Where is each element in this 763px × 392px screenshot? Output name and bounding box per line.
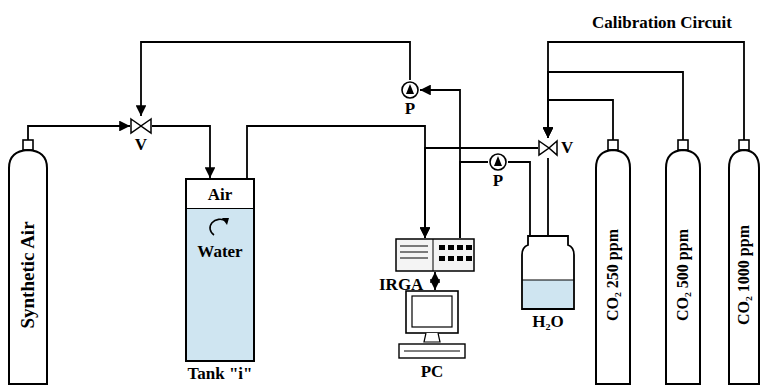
computer: PC bbox=[398, 290, 466, 360]
node-label: CO₂ 1000 ppm bbox=[735, 225, 753, 325]
gas-line bbox=[434, 272, 436, 290]
gas-line bbox=[460, 162, 488, 238]
pump-triangle bbox=[406, 84, 414, 94]
cylinder-valve bbox=[23, 140, 33, 150]
node-label: P bbox=[493, 172, 503, 191]
gas-line bbox=[548, 42, 744, 140]
water-bottle: H₂O bbox=[520, 235, 576, 310]
gas-line bbox=[420, 90, 460, 238]
cylinder-body bbox=[729, 150, 759, 384]
panel-line bbox=[400, 258, 428, 259]
gas-cylinder: CO₂ 1000 ppm bbox=[728, 140, 760, 385]
valve-symbol: V bbox=[538, 138, 558, 158]
gas-line bbox=[425, 148, 538, 238]
shape-outline bbox=[395, 238, 475, 272]
cylinder-valve bbox=[739, 140, 749, 150]
pump-circle bbox=[490, 154, 506, 170]
pump-triangle bbox=[494, 156, 502, 166]
gas-line bbox=[28, 126, 130, 140]
gas-line bbox=[247, 126, 425, 238]
gas-line bbox=[508, 162, 530, 235]
cylinder-body bbox=[9, 150, 47, 384]
cylinder-body bbox=[666, 150, 700, 384]
panel-key bbox=[439, 245, 445, 250]
shape-outline bbox=[538, 138, 558, 158]
gas-cylinder: CO₂ 250 ppm bbox=[595, 140, 631, 385]
keyboard bbox=[399, 344, 465, 358]
node-label: V bbox=[135, 136, 147, 155]
panel-key bbox=[448, 256, 454, 261]
gas-line bbox=[548, 100, 613, 140]
panel-key bbox=[439, 256, 445, 261]
panel-key bbox=[448, 245, 454, 250]
node-label: Air bbox=[208, 186, 233, 205]
node-label: CO₂ 500 ppm bbox=[674, 229, 692, 321]
monitor-stand bbox=[424, 333, 440, 342]
water-level bbox=[522, 279, 574, 280]
node-label: Water bbox=[197, 243, 242, 262]
water-band: Water bbox=[187, 208, 253, 360]
panel-key bbox=[466, 245, 472, 250]
panel-divider bbox=[433, 239, 434, 271]
keyboard-row bbox=[404, 351, 460, 352]
node-label: IRGA bbox=[379, 276, 423, 295]
pump-symbol: P bbox=[488, 152, 508, 190]
stirring-arrow bbox=[210, 219, 226, 235]
cylinder-valve bbox=[608, 140, 618, 150]
panel-key bbox=[457, 245, 463, 250]
valve-symbol: V bbox=[130, 116, 152, 154]
bottle-water bbox=[523, 280, 573, 308]
shape-outline bbox=[520, 235, 576, 310]
cylinder-valve bbox=[678, 140, 688, 150]
gas-line bbox=[547, 158, 549, 235]
gas-line bbox=[141, 42, 410, 116]
node-label: V bbox=[561, 139, 573, 158]
node-label: CO₂ 250 ppm bbox=[604, 229, 622, 321]
panel-key bbox=[457, 256, 463, 261]
pump-circle bbox=[402, 82, 418, 98]
shape-outline bbox=[398, 290, 466, 360]
cylinder-body bbox=[596, 150, 630, 384]
node-label: Tank "i" bbox=[187, 365, 252, 384]
node-label: PC bbox=[421, 363, 444, 382]
panel-line bbox=[400, 252, 428, 253]
node-label: H₂O bbox=[532, 313, 564, 332]
node-label: P bbox=[405, 100, 415, 119]
analyzer-case bbox=[396, 239, 474, 271]
stirring-arrowhead bbox=[222, 218, 229, 225]
node-label: Synthetic Air bbox=[18, 221, 39, 328]
gas-line bbox=[548, 72, 683, 140]
gas-cylinder: CO₂ 500 ppm bbox=[665, 140, 701, 385]
tank-wall bbox=[186, 179, 254, 361]
water-tank: Tank "i"AirWater bbox=[185, 178, 255, 362]
irga-analyzer: IRGA bbox=[395, 238, 475, 272]
air-headspace: Air bbox=[187, 182, 253, 208]
gas-line bbox=[152, 126, 210, 178]
valve-bowtie bbox=[539, 141, 557, 155]
panel-line bbox=[400, 246, 428, 247]
gas-cylinder: Synthetic Air bbox=[8, 140, 48, 385]
pump-symbol: P bbox=[400, 80, 420, 118]
panel-key bbox=[466, 256, 472, 261]
circuit-label: Calibration Circuit bbox=[592, 14, 732, 33]
monitor bbox=[406, 291, 458, 333]
bottle-body bbox=[522, 236, 574, 309]
screen bbox=[412, 296, 452, 327]
shape-outline bbox=[187, 209, 253, 360]
valve-bowtie bbox=[131, 119, 151, 133]
